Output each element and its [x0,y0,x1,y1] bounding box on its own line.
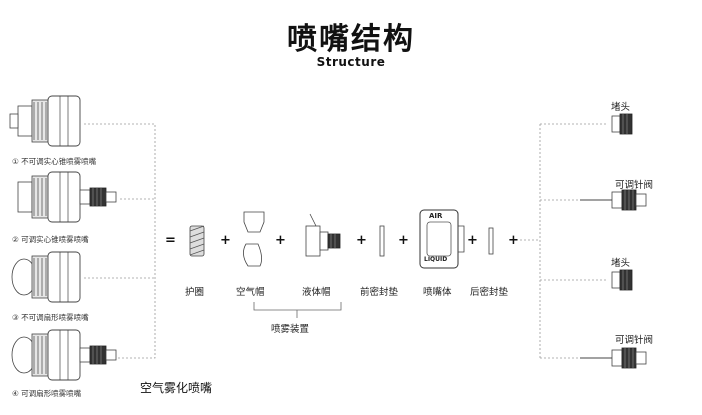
nozzle-2-drawing [17,171,117,223]
group-label-spray-setup: 喷雾装置 [271,324,310,335]
equals-sign: = [165,233,176,248]
assembly-caption: 空气雾化喷嘴 [140,381,213,395]
plus-sign-2: + [275,233,286,248]
right-part-label-plug-2: 堵头 [611,258,631,269]
nozzle-body-liquid-text: LIQUID [424,256,448,263]
air-cap-drawing [243,211,265,267]
plus-sign-4: + [398,233,409,248]
retaining-ring-drawing [189,225,205,257]
component-label-front-gasket: 前密封垫 [360,287,399,298]
page-subtitle: Structure [316,55,386,69]
nozzle-3-caption: ③ 不可调扇形喷雾喷嘴 [12,313,89,322]
plug-2-drawing [611,269,633,291]
right-part-label-needle-valve-1: 可调针阀 [615,180,654,191]
nozzle-body-drawing [419,209,465,269]
nozzle-1-caption: ① 不可调实心锥喷雾喷嘴 [12,157,97,166]
page-title: 喷嘴结构 [287,22,415,57]
plus-sign-3: + [356,233,367,248]
plus-sign-5: + [467,233,478,248]
rear-gasket-drawing [488,227,494,255]
nozzle-3-drawing [11,251,81,303]
nozzle-body-air-text: AIR [429,212,443,220]
plug-1-drawing [611,113,633,135]
right-bracket [520,123,608,359]
needle-valve-2-drawing [580,347,647,369]
component-label-liquid-cap: 液体帽 [302,287,331,298]
right-part-label-plug-1: 堵头 [611,102,631,113]
plus-sign-1: + [220,233,231,248]
plus-sign-6: + [508,233,519,248]
component-label-retaining-ring: 护圈 [185,287,205,298]
liquid-cap-drawing [305,213,341,257]
component-label-air-cap: 空气帽 [236,287,265,298]
nozzle-1-drawing [9,95,81,147]
nozzle-4-caption: ④ 可调扇形喷雾喷嘴 [12,389,82,398]
nozzle-4-drawing [11,329,117,381]
right-part-label-needle-valve-2: 可调针阀 [615,335,654,346]
nozzle-2-caption: ② 可调实心锥喷雾喷嘴 [12,235,89,244]
left-bracket [84,123,156,359]
component-label-rear-gasket: 后密封垫 [470,287,509,298]
needle-valve-1-drawing [580,189,647,211]
front-gasket-drawing [379,225,385,257]
spray-setup-bracket [253,302,342,318]
component-label-nozzle-body: 喷嘴体 [423,287,452,298]
